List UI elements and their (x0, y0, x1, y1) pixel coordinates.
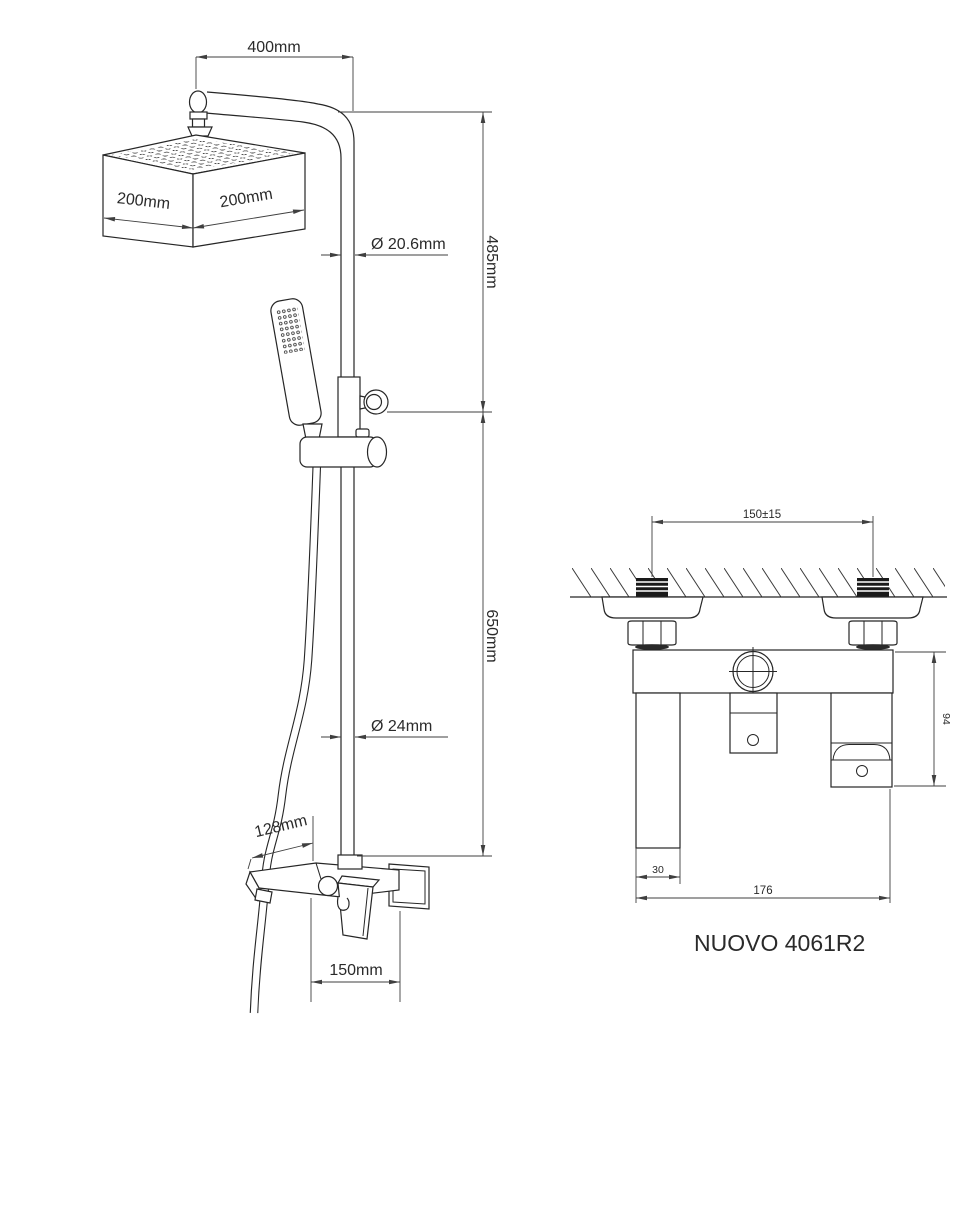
dim-upper-pipe-diameter-label: Ø 20.6mm (371, 236, 446, 253)
dim-arm-length-label: 400mm (247, 39, 300, 56)
faucet-pipe-escutcheon (337, 854, 363, 870)
faucet-hose-outlet (254, 888, 273, 904)
holder-knob (355, 428, 370, 438)
dimension-spout-length: 128mm (247, 812, 314, 870)
inlet-stud-left (636, 578, 668, 597)
dimension-overall-width: 176 (635, 789, 891, 903)
dim-spout-width-label: 30 (652, 864, 664, 876)
dim-overall-width-label: 176 (753, 885, 772, 897)
hand-shower-nozzle-dots (275, 305, 306, 355)
faucet-body-crease (315, 862, 322, 880)
model-number: NUOVO 4061R2 (694, 930, 865, 956)
wall-bracket (359, 389, 389, 415)
faucet-hook (336, 896, 350, 911)
diverter-front (729, 692, 778, 754)
dim-lower-column-height-label: 650mm (483, 609, 500, 662)
wall-hatching (572, 568, 945, 597)
dim-inlet-spacing-label: 150±15 (743, 509, 781, 521)
dimension-lower-column-height: 650mm (357, 412, 500, 857)
faucet-handle-edge (362, 887, 369, 937)
valve-front (729, 647, 777, 696)
shower-hose-inner (250, 459, 321, 1015)
inlet-stud-right (857, 578, 889, 597)
slider-sleeve (337, 376, 361, 438)
dimension-inlet-spacing: 150±15 (651, 509, 874, 577)
dimension-lower-pipe-diameter: Ø 24mm (321, 718, 448, 740)
handle-front (830, 692, 893, 788)
slider-holder (299, 436, 388, 468)
dimension-upper-pipe-diameter: Ø 20.6mm (321, 236, 448, 258)
dimension-spout-projection: 150mm (310, 898, 401, 1002)
dim-head-left-label: 200mm (116, 190, 171, 213)
dimension-head-sides: 200mm 200mm (103, 186, 305, 230)
shower-arm (205, 91, 355, 856)
arm-ball-joint (187, 90, 213, 137)
dim-overall-height-label: 94 (940, 713, 952, 725)
dimension-upper-column-height: 485mm (338, 111, 500, 413)
faucet-valve-cap (317, 875, 339, 897)
spout-front (635, 692, 681, 849)
installation-view: 150±15 94 30 176 NUOVO 4061R2 (570, 509, 952, 956)
escutcheon-right (821, 596, 924, 619)
hex-nut-right (848, 620, 898, 650)
shower-column-view: 400mm 200mm 200mm Ø 20.6mm 485mm 650mm (102, 39, 500, 1015)
head-nozzle-dots (111, 139, 297, 170)
dimension-spout-width: 30 (636, 848, 681, 884)
dimension-arm-length: 400mm (195, 39, 354, 111)
hex-nut-left (627, 620, 677, 650)
dimension-overall-height: 94 (894, 651, 952, 787)
dim-lower-pipe-diameter-label: Ø 24mm (371, 718, 432, 735)
faucet-front-view (632, 647, 894, 849)
hand-shower (270, 298, 322, 426)
bath-faucet (245, 854, 430, 940)
dim-upper-column-height-label: 485mm (483, 235, 500, 288)
dim-spout-projection-label: 150mm (329, 962, 382, 979)
escutcheon-left (601, 596, 704, 619)
